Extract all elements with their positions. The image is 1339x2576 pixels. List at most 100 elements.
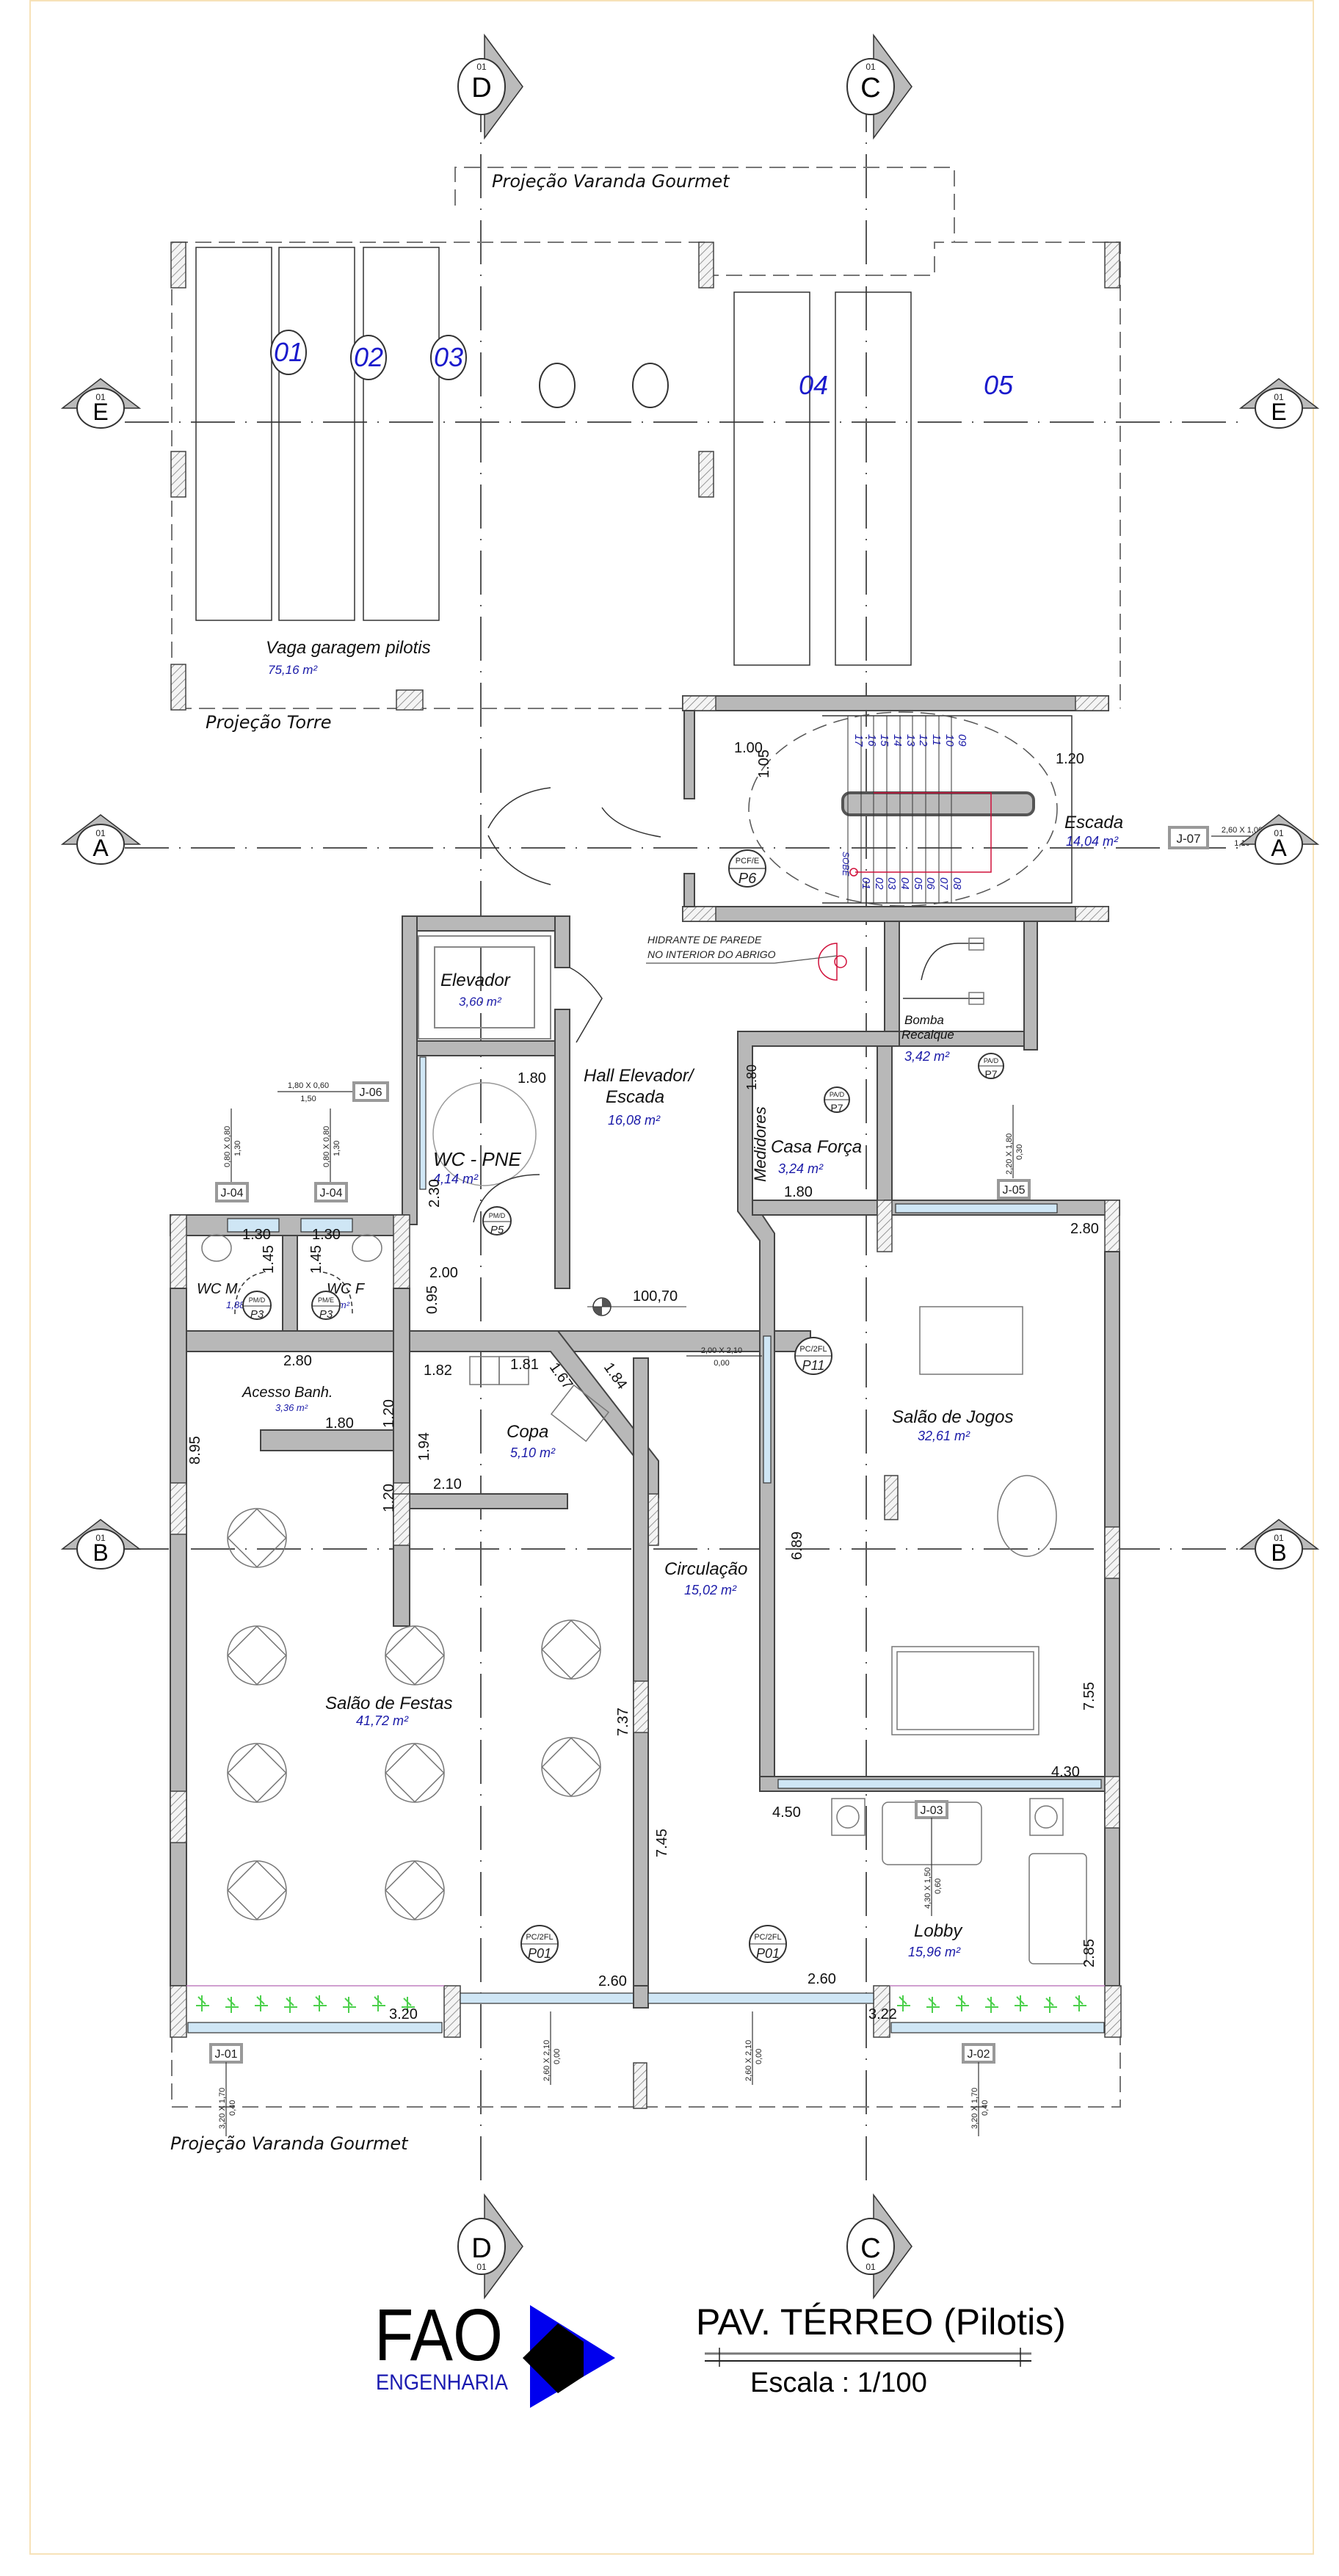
svg-text:09: 09 (956, 734, 968, 747)
window-tag-j03: J-03 4,30 X 1,50 0,60 (915, 1800, 948, 1916)
svg-text:P01: P01 (528, 1946, 551, 1961)
svg-text:PA/D: PA/D (830, 1091, 845, 1098)
section-marker-top-c: 01 C (846, 33, 912, 140)
svg-text:2,00 X 2,10: 2,00 X 2,10 (701, 1346, 742, 1355)
pump-equipment (903, 937, 984, 1005)
window-tag-j06: 1,80 X 0,60 1,50 J-06 (277, 1081, 389, 1103)
svg-text:1.30: 1.30 (242, 1227, 271, 1243)
room-elevador-name: Elevador (440, 970, 511, 990)
door-tag-p6: PCF/E P6 (728, 849, 766, 888)
svg-text:08: 08 (951, 877, 963, 890)
svg-text:3,20 X 1,70: 3,20 X 1,70 (218, 2088, 227, 2129)
svg-text:1,30: 1,30 (233, 1141, 242, 1156)
party-hall-tables (227, 1508, 601, 1920)
room-wc-pne-name: WC - PNE (433, 1148, 522, 1170)
room-escada-name: Escada (1064, 813, 1123, 832)
svg-text:1.05: 1.05 (756, 750, 772, 778)
svg-text:01: 01 (1274, 1533, 1284, 1543)
section-marker-left-e: 01 E (60, 378, 142, 429)
svg-text:P5: P5 (490, 1224, 504, 1236)
parking-spot-04 (733, 291, 810, 666)
svg-text:1.30: 1.30 (312, 1227, 341, 1243)
svg-text:HIDRANTE DE PAREDE: HIDRANTE DE PAREDE (647, 934, 762, 946)
svg-text:3,20 X 1,70: 3,20 X 1,70 (970, 2088, 979, 2129)
svg-text:100,70: 100,70 (633, 1288, 678, 1305)
window-tag-j01: J-01 3,20 X 1,70 0,40 (209, 2043, 243, 2136)
svg-text:B: B (1271, 1539, 1286, 1566)
svg-text:01: 01 (860, 877, 872, 890)
section-marker-left-b: 01 B (60, 1519, 142, 1570)
svg-text:8.95: 8.95 (187, 1436, 203, 1465)
svg-text:1,30: 1,30 (333, 1141, 341, 1156)
svg-text:16: 16 (866, 734, 878, 747)
room-circulacao-area: 15,02 m² (684, 1583, 737, 1597)
svg-text:4,30 X 1,50: 4,30 X 1,50 (923, 1868, 932, 1909)
door-tag-p3-f: PM/E P3 (311, 1291, 341, 1321)
svg-text:PM/E: PM/E (318, 1296, 334, 1304)
svg-text:0,40: 0,40 (981, 2100, 990, 2116)
svg-text:04: 04 (899, 877, 911, 890)
svg-text:P3: P3 (250, 1308, 264, 1321)
svg-text:J-06: J-06 (359, 1086, 382, 1099)
svg-text:02: 02 (873, 877, 885, 890)
door-tag-p3-m: PM/D P3 (242, 1291, 272, 1321)
room-salao-festas-area: 41,72 m² (356, 1713, 409, 1728)
wc-pne (419, 1056, 540, 1223)
svg-text:J-05: J-05 (1002, 1184, 1025, 1197)
stair-block (682, 695, 1109, 922)
room-lobby-area: 15,96 m² (908, 1945, 961, 1959)
logo-engenharia-text: ENGENHARIA (376, 2370, 508, 2395)
parking-area-value: 75,16 m² (268, 663, 318, 677)
sheet-frame (29, 0, 1314, 2555)
window-tag-j07: J-07 2,60 X 1,00 1,10 (1168, 826, 1270, 849)
svg-text:06: 06 (924, 877, 937, 890)
bottom-facade (170, 1985, 1122, 2109)
projection-varanda-top-label: Projeção Varanda Gourmet (492, 171, 730, 192)
svg-text:D: D (471, 2233, 491, 2264)
door-tag-p7-bomba: PA/D P7 (978, 1053, 1004, 1080)
svg-text:17: 17 (852, 734, 865, 747)
svg-text:12: 12 (917, 734, 929, 747)
section-marker-top-d: 01 D (457, 33, 523, 140)
parking-spot-01 (195, 247, 272, 621)
svg-text:2,20 X 1,80: 2,20 X 1,80 (1005, 1133, 1014, 1175)
parking-spot-05 (835, 291, 912, 666)
svg-text:1,80 X 0,60: 1,80 X 0,60 (288, 1081, 329, 1090)
svg-text:2.60: 2.60 (808, 1971, 836, 1987)
svg-text:2.10: 2.10 (433, 1476, 462, 1492)
room-salao-jogos-area: 32,61 m² (918, 1429, 970, 1443)
svg-text:PM/D: PM/D (489, 1212, 506, 1219)
svg-text:0,00: 0,00 (714, 1359, 729, 1368)
logo-fao-text: FAO (374, 2294, 503, 2376)
svg-text:E: E (1271, 399, 1286, 425)
svg-text:1,50: 1,50 (300, 1095, 316, 1103)
svg-text:P6: P6 (739, 871, 757, 887)
door-tag-p01-lobby: PC/2FL P01 (749, 1925, 787, 1963)
svg-text:1.84: 1.84 (600, 1360, 630, 1393)
svg-text:11: 11 (930, 734, 943, 746)
svg-text:0,00: 0,00 (755, 2049, 763, 2064)
svg-text:PCF/E: PCF/E (736, 857, 759, 866)
svg-text:1.20: 1.20 (1056, 751, 1084, 767)
room-hall-area: 16,08 m² (608, 1113, 661, 1128)
room-bomba-name-line2: Recalque (901, 1028, 954, 1042)
door-opening-p01-lobby-label: 2,60 X 2,10 0,00 (744, 2011, 763, 2085)
parking-spot-02 (278, 247, 355, 621)
svg-text:0,80 X 0,80: 0,80 X 0,80 (322, 1126, 331, 1167)
room-elevador-area: 3,60 m² (459, 995, 502, 1009)
svg-text:3.20: 3.20 (389, 2006, 418, 2022)
door-tag-p01-festas: PC/2FL P01 (520, 1925, 559, 1963)
svg-text:7.55: 7.55 (1081, 1682, 1097, 1710)
svg-text:1.94: 1.94 (416, 1432, 432, 1461)
door-opening-p01-festas-label: 2,60 X 2,10 0,00 (543, 2011, 562, 2085)
svg-text:1.80: 1.80 (744, 1064, 759, 1090)
games-room-furniture (891, 1306, 1057, 1735)
svg-text:2.60: 2.60 (598, 1973, 627, 1989)
svg-text:NO INTERIOR DO ABRIGO: NO INTERIOR DO ABRIGO (647, 948, 776, 960)
svg-text:2.80: 2.80 (1070, 1221, 1099, 1237)
parking-spot-number: 02 (354, 342, 383, 372)
svg-text:1.45: 1.45 (308, 1245, 324, 1274)
svg-text:J-07: J-07 (1176, 832, 1200, 846)
svg-text:PC/2FL: PC/2FL (526, 1933, 553, 1942)
parking-label: Vaga garagem pilotis (266, 638, 431, 658)
